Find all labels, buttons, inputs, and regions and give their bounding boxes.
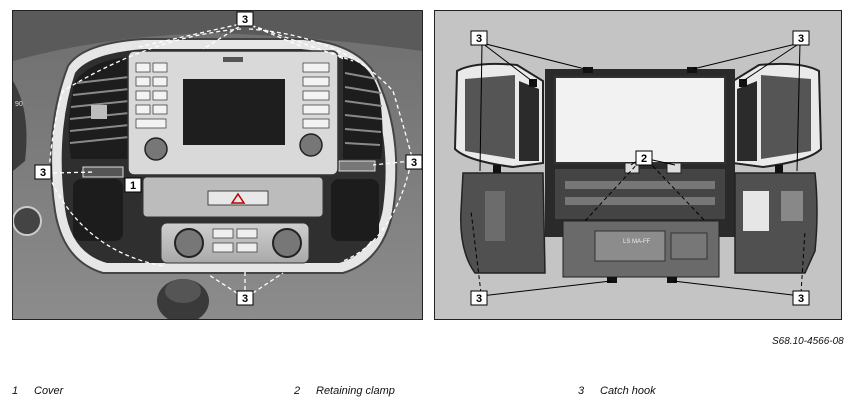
callout-3-top-right-label: 3 <box>798 33 804 45</box>
callout-3-bottom <box>236 290 254 306</box>
volume-knob <box>144 137 168 161</box>
display-label: LS MA-FF <box>623 239 651 245</box>
callout-1-label: 1 <box>130 180 136 192</box>
dashboard-photo: 90 <box>12 10 423 320</box>
legend-item-retaining-clamp: 2 Retaining clamp <box>294 385 395 397</box>
callout-1 <box>124 177 142 193</box>
callout-3-bottom-right-label: 3 <box>798 293 804 305</box>
legend-label: Retaining clamp <box>316 385 395 397</box>
legend-number: 2 <box>294 385 301 397</box>
legend-number: 1 <box>12 385 19 397</box>
legend-label: Cover <box>34 385 64 397</box>
left-air-vent <box>68 57 131 159</box>
cover-rear-photo: LS MA-FF <box>434 10 842 320</box>
callout-3-left-label: 3 <box>40 167 46 179</box>
callout-3-top-right <box>792 30 810 46</box>
callout-3-left <box>34 164 52 180</box>
tuning-knob <box>299 133 323 157</box>
callout-3-right-label: 3 <box>411 157 417 169</box>
cover-rear-illustration: LS MA-FF <box>435 11 841 319</box>
callout-3-top-left <box>470 30 488 46</box>
radio-screen <box>183 79 285 145</box>
callout-3-bottom-right <box>792 290 810 306</box>
right-air-vent <box>343 57 383 159</box>
callout-3-top-label: 3 <box>242 14 248 26</box>
callout-3-bottom-left-label: 3 <box>476 293 482 305</box>
gauge-reading: 90 <box>15 101 23 108</box>
callout-2 <box>635 150 653 166</box>
callout-3-bottom-label: 3 <box>242 293 248 305</box>
callout-3-bottom-left <box>470 290 488 306</box>
dashboard-illustration: 90 <box>13 11 422 319</box>
legend-item-cover: 1 Cover <box>12 385 63 397</box>
retaining-clamp-right <box>666 162 682 174</box>
callout-3-top-left-label: 3 <box>476 33 482 45</box>
callout-3-top <box>236 11 254 27</box>
legend-number: 3 <box>578 385 585 397</box>
legend-label: Catch hook <box>600 385 656 397</box>
legend-item-catch-hook: 3 Catch hook <box>578 385 656 397</box>
callout-3-right <box>405 154 422 170</box>
gauge-cluster <box>13 81 27 171</box>
display-opening <box>554 76 726 164</box>
catch-hooks <box>493 67 783 283</box>
callout-2-label: 2 <box>641 153 647 165</box>
retaining-clamp-left <box>624 162 640 174</box>
hazard-switch <box>207 190 269 206</box>
figure-reference: S68.10-4566-08 <box>772 336 844 347</box>
left-vent-housing <box>453 62 544 169</box>
